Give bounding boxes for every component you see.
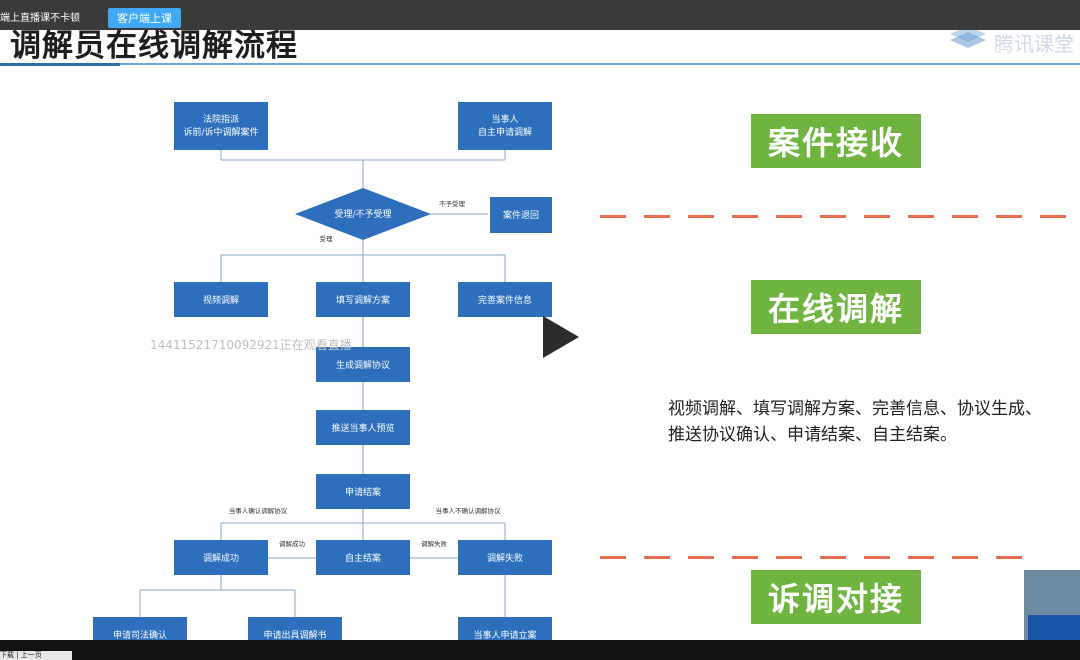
label-fail-arrow: 调解失败 <box>421 539 448 548</box>
teacher-camera-thumbnail[interactable] <box>1024 570 1080 640</box>
client-class-button[interactable]: 客户端上课 <box>108 8 181 28</box>
flow-box-fail: 调解失败 <box>458 540 552 575</box>
tencent-classroom-logo-icon <box>950 30 986 48</box>
stage-online: 在线调解 <box>751 280 921 334</box>
title-divider <box>0 63 1080 65</box>
flow-decision-diamond: 受理/不予受理 <box>295 188 431 240</box>
svg-text:申请出具调解书: 申请出具调解书 <box>263 629 326 640</box>
stage-description: 视频调解、填写调解方案、完善信息、协议生成、推送协议确认、申请结案、自主结案。 <box>668 399 1042 445</box>
bottom-control[interactable]: 下载 | 上一页 <box>0 651 72 660</box>
label-confirm: 当事人确认调解协议 <box>229 506 288 515</box>
slide: 调解员在线调解流程 腾讯课堂 <box>0 30 1080 640</box>
flow-box-court: 法院指派 诉前/诉中调解案件 <box>174 102 268 150</box>
svg-text:法院指派: 法院指派 <box>203 113 239 125</box>
logo-text: 腾讯课堂 <box>994 32 1074 56</box>
camera-banner <box>1028 615 1080 640</box>
stage-divider-1 <box>600 215 1080 218</box>
svg-text:完善案件信息: 完善案件信息 <box>478 294 532 306</box>
flow-box-judicial: 申请司法确认 <box>93 617 187 640</box>
flow-box-party: 当事人 自主申请调解 <box>458 102 552 150</box>
title-divider-accent <box>0 63 120 66</box>
label-success-arrow: 调解成功 <box>279 539 306 548</box>
svg-text:自主申请调解: 自主申请调解 <box>478 126 532 138</box>
flow-box-apply-close: 申请结案 <box>316 474 410 509</box>
stage-receive: 案件接收 <box>751 114 921 168</box>
svg-text:申请结案: 申请结案 <box>345 486 381 498</box>
flow-box-video: 视频调解 <box>174 282 268 317</box>
svg-text:视频调解: 视频调解 <box>203 294 239 306</box>
svg-text:当事人申请立案: 当事人申请立案 <box>473 629 536 640</box>
flow-box-generate: 生成调解协议 <box>316 347 410 382</box>
mediation-flowchart: 法院指派 诉前/诉中调解案件 当事人 自主申请调解 受理/不予受理 不予受理 受… <box>93 102 552 640</box>
top-notice: 端上直播课不卡顿 <box>0 13 80 24</box>
flow-box-return: 案件退回 <box>490 197 552 233</box>
label-reject: 不予受理 <box>439 199 466 208</box>
svg-text:推送当事人预览: 推送当事人预览 <box>331 422 394 434</box>
svg-text:申请司法确认: 申请司法确认 <box>113 629 167 640</box>
svg-text:受理/不予受理: 受理/不予受理 <box>334 208 391 220</box>
svg-text:诉前/诉中调解案件: 诉前/诉中调解案件 <box>183 126 258 138</box>
bottom-bar: 下载 | 上一页 <box>0 640 1080 660</box>
flow-box-issue-book: 申请出具调解书 <box>248 617 342 640</box>
viewer-watermark: 14411521710092921正在观看直播 <box>150 338 352 352</box>
svg-text:自主结案: 自主结案 <box>345 552 381 564</box>
label-accept: 受理 <box>320 234 334 243</box>
svg-text:填写调解方案: 填写调解方案 <box>336 294 390 306</box>
flow-box-party-file: 当事人申请立案 <box>458 617 552 640</box>
label-not-confirm: 当事人不确认调解协议 <box>436 506 502 515</box>
stage-divider-2 <box>600 556 1024 559</box>
play-icon[interactable] <box>541 314 581 360</box>
svg-text:案件退回: 案件退回 <box>503 209 539 221</box>
svg-text:生成调解协议: 生成调解协议 <box>336 359 390 371</box>
flow-box-complete-info: 完善案件信息 <box>458 282 552 317</box>
svg-text:调解失败: 调解失败 <box>487 552 523 564</box>
slide-title: 调解员在线调解流程 <box>10 30 298 64</box>
flow-box-push: 推送当事人预览 <box>316 410 410 445</box>
flow-connectors <box>139 150 506 617</box>
top-bar: 端上直播课不卡顿 客户端上课 <box>0 0 1080 30</box>
flow-box-self-close: 自主结案 <box>316 540 410 575</box>
svg-text:调解成功: 调解成功 <box>203 552 239 564</box>
svg-text:当事人: 当事人 <box>491 113 518 125</box>
flow-box-fill-plan: 填写调解方案 <box>316 282 410 317</box>
flow-box-success: 调解成功 <box>174 540 268 575</box>
stage-connect: 诉调对接 <box>751 570 921 624</box>
